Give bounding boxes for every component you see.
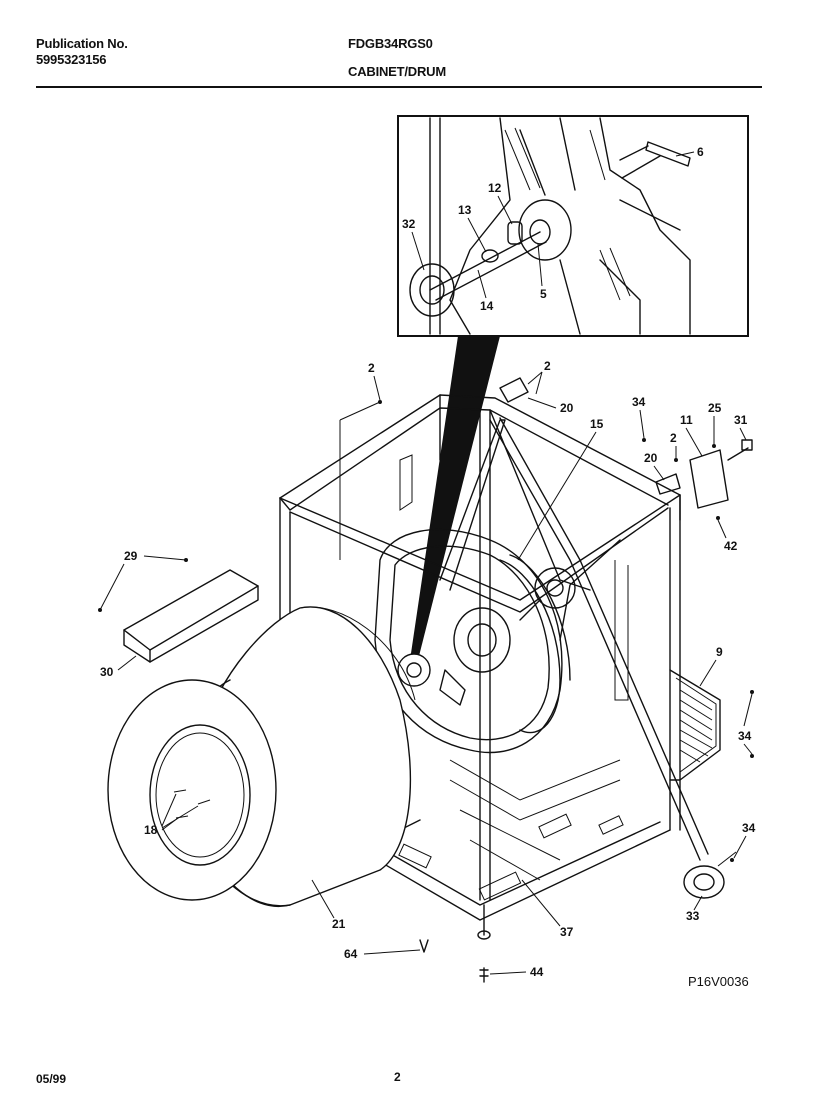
drive-belt (499, 554, 571, 734)
belt-diagonal (489, 417, 709, 861)
callout-34-bottom: 34 (742, 821, 756, 835)
publication-number: 5995323156 (36, 52, 107, 67)
callout-21: 21 (332, 917, 346, 931)
callout-2-left: 2 (368, 361, 375, 375)
top-bracket-29-30 (123, 569, 259, 663)
callout-11: 11 (680, 413, 693, 427)
inset-detail: 6 12 13 32 14 5 (397, 115, 749, 337)
callout-29: 29 (124, 549, 138, 563)
drum (107, 606, 416, 908)
fasteners (98, 377, 754, 983)
callout-15: 15 (590, 417, 604, 431)
parts-11-25-31 (689, 439, 753, 509)
model-number: FDGB34RGS0 (348, 36, 433, 51)
callout-14: 14 (480, 299, 494, 313)
callout-12: 12 (488, 181, 502, 195)
callout-25: 25 (708, 401, 722, 415)
callout-18: 18 (144, 823, 158, 837)
callout-13: 13 (458, 203, 472, 217)
callout-37: 37 (560, 925, 574, 939)
callout-32: 32 (402, 217, 416, 231)
callout-20-right: 20 (644, 451, 658, 465)
callout-5: 5 (540, 287, 547, 301)
callout-30: 30 (100, 665, 114, 679)
callout-34-right: 34 (738, 729, 752, 743)
cabinet-frame (279, 394, 681, 940)
part-33 (683, 851, 737, 899)
header-rule (36, 86, 762, 88)
publication-label: Publication No. (36, 36, 128, 51)
zoom-wedge (410, 336, 500, 660)
section-title: CABINET/DRUM (348, 64, 446, 79)
page-number: 2 (394, 1070, 401, 1084)
footer-date: 05/99 (36, 1072, 67, 1086)
callout-9: 9 (716, 645, 723, 659)
callout-42: 42 (724, 539, 738, 553)
callout-34-top: 34 (632, 395, 646, 409)
callout-33: 33 (686, 909, 700, 923)
part-9-grille (669, 669, 721, 781)
belt-rear (439, 419, 506, 591)
callout-44: 44 (530, 965, 544, 979)
callout-64: 64 (344, 947, 358, 961)
callout-6: 6 (697, 145, 704, 159)
callout-2-top: 2 (544, 359, 551, 373)
callout-2-right: 2 (670, 431, 677, 445)
diagram-code: P16V0036 (688, 974, 749, 989)
callout-31: 31 (734, 413, 748, 427)
callout-20-top: 20 (560, 401, 574, 415)
